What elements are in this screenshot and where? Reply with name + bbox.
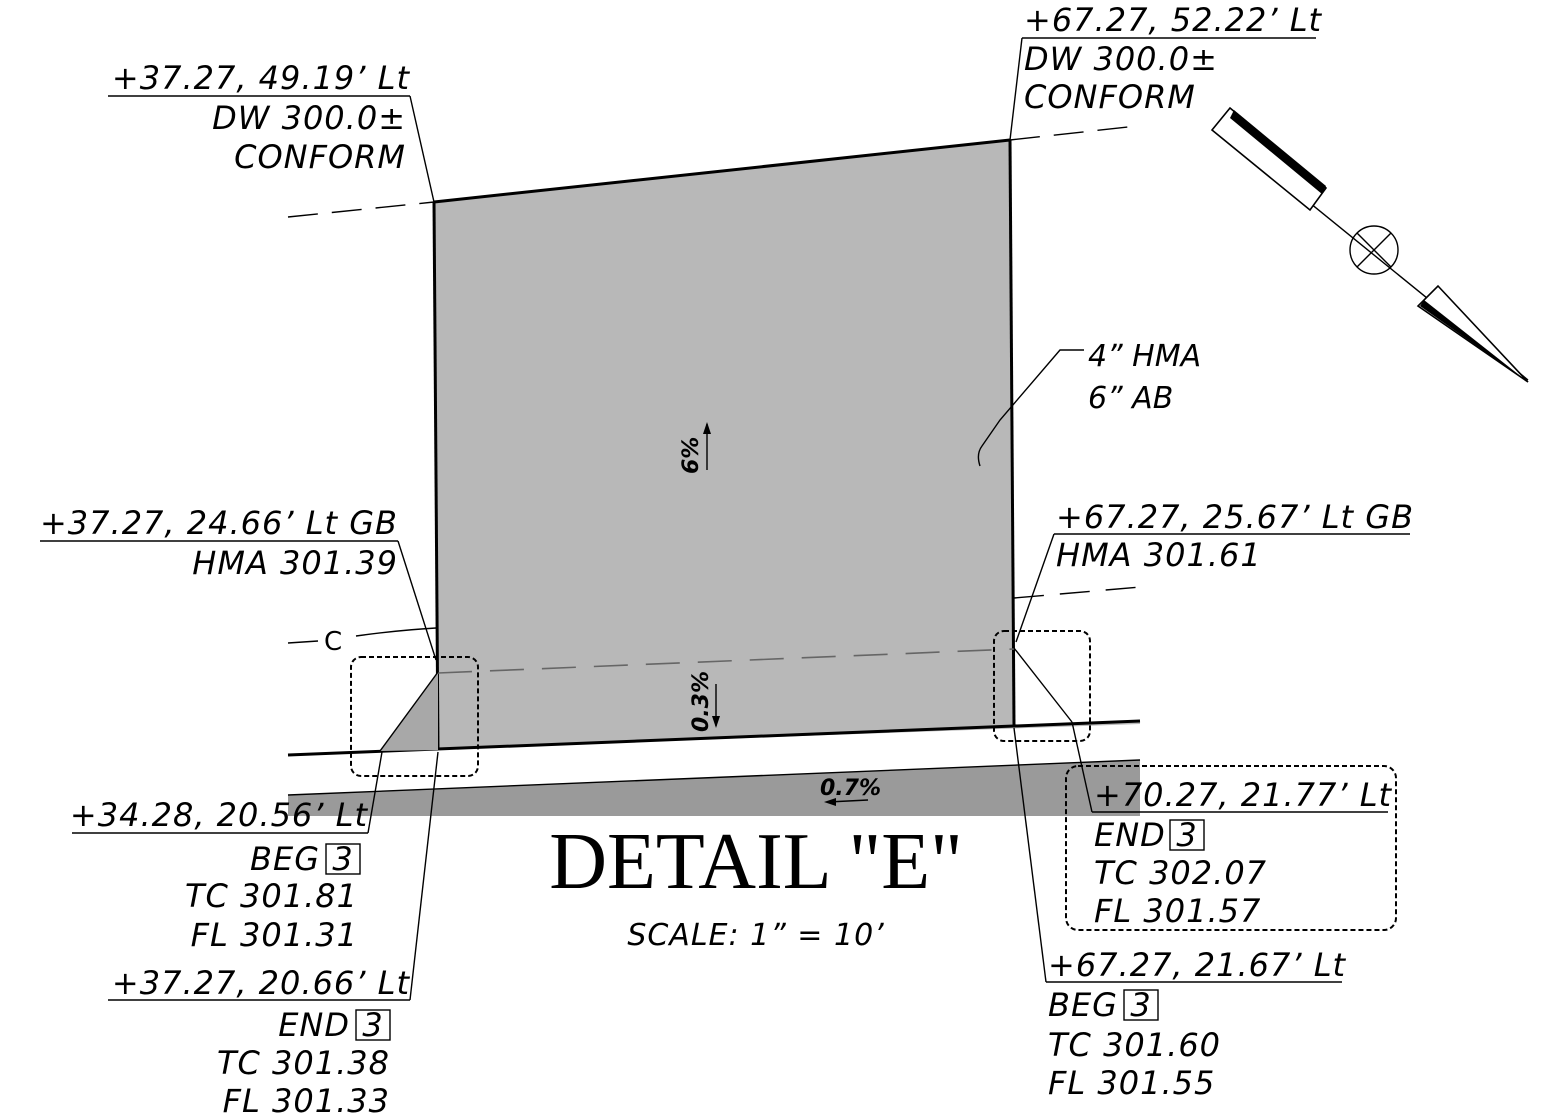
street-edge-line xyxy=(287,759,1141,796)
callout-mid-left-line2: HMA 301.39 xyxy=(192,544,398,582)
callout-br2-line3: TC 301.60 xyxy=(1048,1026,1221,1064)
scale-label: SCALE: 1” = 10’ xyxy=(627,918,884,953)
callout-mid-right-line2: HMA 301.61 xyxy=(1056,536,1262,574)
callout-bl2-keynote-box xyxy=(355,1009,391,1041)
callout-bl2-line1: +37.27, 20.66’ Lt xyxy=(112,964,411,1002)
callout-bl1-line2: BEG xyxy=(250,840,320,878)
callout-top-right-line2: DW 300.0± xyxy=(1024,40,1218,78)
callout-br2-keynote: 3 xyxy=(1130,986,1151,1024)
callout-br1-line1: +70.27, 21.77’ Lt xyxy=(1094,776,1393,814)
right-curb-taper xyxy=(1013,647,1073,723)
callout-top-left-line1: +37.27, 49.19’ Lt xyxy=(112,59,411,97)
callout-br2-keynote-box xyxy=(1123,989,1159,1021)
callout-br1-keynote: 3 xyxy=(1176,816,1197,854)
driveway-left-edge xyxy=(432,201,440,751)
back-walk-line-left xyxy=(287,201,435,218)
callout-bl2-line4: FL 301.33 xyxy=(223,1082,390,1120)
callout-br2-line4: FL 301.55 xyxy=(1048,1064,1215,1102)
callout-top-left-line3: CONFORM xyxy=(234,138,406,176)
callout-br1-line3: TC 302.07 xyxy=(1094,854,1267,892)
callout-top-left: +37.27, 49.19’ Lt DW 300.0± CONFORM xyxy=(108,59,435,203)
callout-mid-right-line1: +67.27, 25.67’ Lt GB xyxy=(1056,498,1414,536)
callout-mid-left: +37.27, 24.66’ Lt GB HMA 301.39 xyxy=(40,504,437,661)
pavement-note-line1: 4” HMA xyxy=(1088,339,1201,374)
centerline-label: C xyxy=(324,627,342,657)
callout-bl1-keynote-box xyxy=(325,843,361,875)
north-arrow-icon xyxy=(1210,106,1529,383)
driveway-slope-label: 6% xyxy=(679,437,704,474)
callout-bl2-line3: TC 301.38 xyxy=(217,1044,390,1082)
street-pavement xyxy=(288,760,1140,816)
pavement-note-leader xyxy=(977,349,1084,467)
callout-br2-line2: BEG xyxy=(1048,986,1118,1024)
callout-bottom-right-end: +70.27, 21.77’ Lt END 3 TC 302.07 FL 301… xyxy=(1071,721,1393,930)
driveway-back-edge xyxy=(433,138,1011,204)
callout-mid-left-line1: +37.27, 24.66’ Lt GB xyxy=(40,504,398,542)
revision-cloud-right xyxy=(993,630,1091,742)
gutter-slope-label: 0.3% xyxy=(689,671,714,732)
driveway-slope-marker: 6% xyxy=(679,422,711,474)
callout-bl1-line3: TC 301.81 xyxy=(185,877,358,915)
callout-top-right: +67.27, 52.22’ Lt DW 300.0± CONFORM xyxy=(1009,1,1323,141)
left-curb-taper xyxy=(379,671,439,752)
driveway-main xyxy=(434,140,1014,748)
callout-top-right-line3: CONFORM xyxy=(1024,78,1196,116)
pavement-note-line2: 6” AB xyxy=(1088,381,1173,416)
centerline-right xyxy=(1013,586,1141,599)
centerline-left-dash xyxy=(287,640,319,644)
callout-bottom-left-beg: +34.28, 20.56’ Lt BEG 3 TC 301.81 FL 301… xyxy=(70,751,383,954)
callout-bl2-line2: END xyxy=(278,1006,350,1044)
callout-bl1-keynote: 3 xyxy=(332,840,353,878)
callout-bottom-right-beg: +67.27, 21.67’ Lt BEG 3 TC 301.60 FL 301… xyxy=(1013,727,1347,1102)
callout-top-left-line2: DW 300.0± xyxy=(212,99,406,137)
centerline-left-curve xyxy=(355,627,437,637)
gutter-slope-marker: 0.3% xyxy=(689,671,720,732)
grade-break-line xyxy=(437,648,1015,674)
detail-title: DETAIL "E" xyxy=(549,818,963,906)
revision-cloud-callout xyxy=(1065,765,1397,931)
callout-bottom-left-end: +37.27, 20.66’ Lt END 3 TC 301.38 FL 301… xyxy=(108,751,439,1120)
callout-br2-line1: +67.27, 21.67’ Lt xyxy=(1048,946,1347,984)
callout-br1-line2: END xyxy=(1094,816,1166,854)
street-slope-label: 0.7% xyxy=(820,776,881,801)
callout-bl1-line1: +34.28, 20.56’ Lt xyxy=(70,796,369,834)
callout-br1-keynote-box xyxy=(1169,819,1205,851)
driveway-right-edge xyxy=(1008,139,1016,726)
back-walk-line-right xyxy=(1009,126,1129,141)
revision-cloud-left xyxy=(350,656,479,777)
callout-top-right-line1: +67.27, 52.22’ Lt xyxy=(1024,1,1323,39)
callout-bl1-line4: FL 301.31 xyxy=(191,916,358,954)
callout-bl2-keynote: 3 xyxy=(362,1006,383,1044)
street-slope-marker: 0.7% xyxy=(820,776,881,806)
callout-br1-line4: FL 301.57 xyxy=(1094,892,1261,930)
callout-mid-right: +67.27, 25.67’ Lt GB HMA 301.61 xyxy=(1015,498,1414,643)
